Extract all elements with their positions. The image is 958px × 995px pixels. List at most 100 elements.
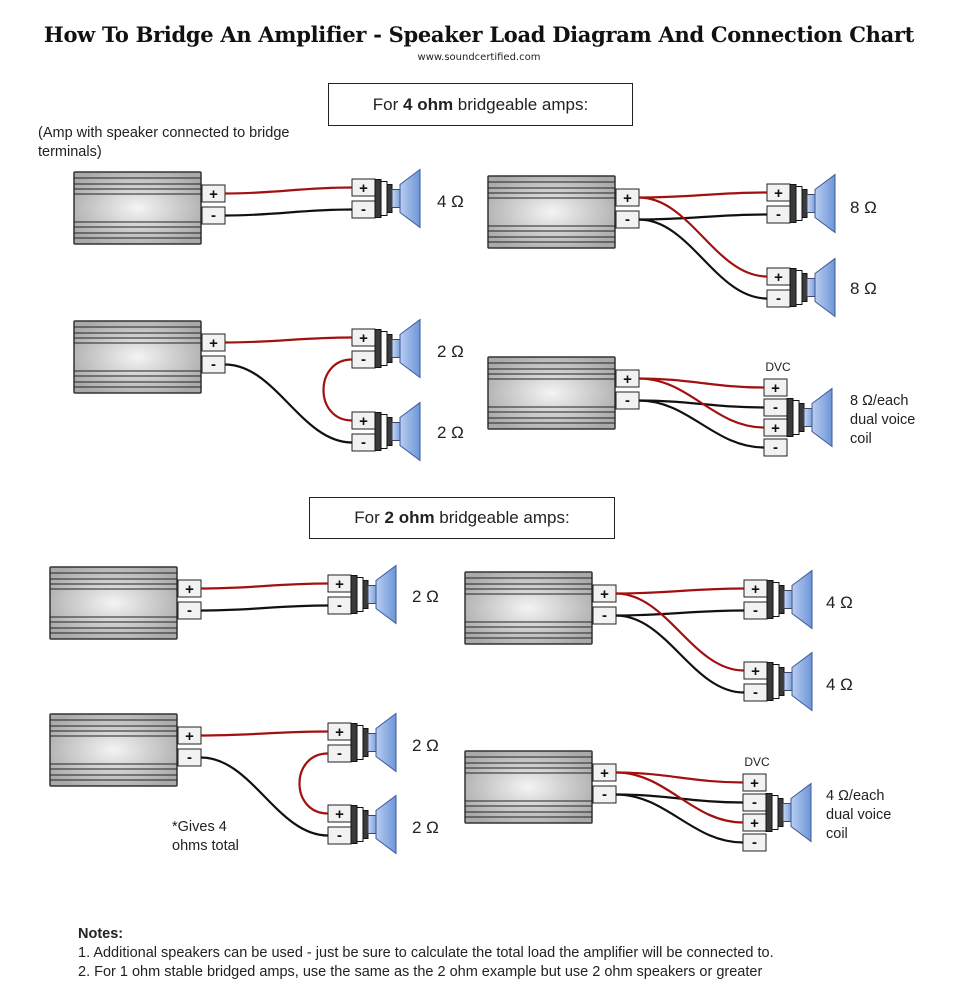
positive-wire xyxy=(638,377,765,389)
negative-symbol: - xyxy=(752,794,757,811)
amplifier-body xyxy=(49,713,178,787)
speaker-frame-ring xyxy=(789,268,797,307)
speaker-magnet xyxy=(367,815,377,834)
series-note-line: ohms total xyxy=(172,838,239,854)
speaker-cone xyxy=(399,401,421,462)
load-label: 8 Ω xyxy=(850,198,877,217)
bridge-caption: (Amp with speaker connected to bridge te… xyxy=(38,125,290,160)
load-label: 4 Ω xyxy=(826,593,853,612)
speaker-cone xyxy=(814,257,836,318)
load-label: 2 Ω xyxy=(412,736,439,755)
load-label: coil xyxy=(826,826,848,842)
positive-symbol: + xyxy=(751,581,760,598)
negative-symbol: - xyxy=(776,290,781,307)
speaker-gasket xyxy=(795,186,803,221)
negative-symbol: - xyxy=(773,399,778,416)
positive-wire xyxy=(638,196,768,278)
load-label: 8 Ω xyxy=(850,279,877,298)
negative-symbol: - xyxy=(602,607,607,624)
series-jumper-wire xyxy=(322,358,353,422)
speaker-gasket xyxy=(356,807,364,842)
series-jumper-wire xyxy=(298,752,329,815)
speaker-gasket xyxy=(772,582,780,617)
positive-symbol: + xyxy=(359,180,368,197)
negative-wire xyxy=(615,614,745,694)
amplifier: +- xyxy=(49,713,202,787)
amplifier: +- xyxy=(73,171,226,245)
amplifier: +- xyxy=(73,320,226,394)
negative-symbol: - xyxy=(337,827,342,844)
speaker-gasket xyxy=(356,725,364,760)
speaker-magnet xyxy=(367,733,377,752)
speaker: +- xyxy=(743,569,813,630)
amplifier-body xyxy=(464,750,593,824)
negative-symbol: - xyxy=(773,439,778,456)
negative-symbol: - xyxy=(752,834,757,851)
negative-symbol: - xyxy=(625,211,630,228)
notes-block: Notes: 1. Additional speakers can be use… xyxy=(78,925,774,982)
negative-symbol: - xyxy=(337,745,342,762)
speaker-magnet xyxy=(806,194,816,213)
speaker: +- xyxy=(351,168,421,229)
speaker-gasket xyxy=(380,331,388,366)
positive-symbol: + xyxy=(750,815,759,832)
amplifier-body xyxy=(49,566,178,640)
positive-wire xyxy=(638,191,768,199)
speaker-frame-ring xyxy=(765,793,773,832)
speaker-frame-ring xyxy=(374,412,382,451)
negative-symbol: - xyxy=(211,207,216,224)
speaker-gasket xyxy=(795,270,803,305)
speaker-frame-ring xyxy=(374,329,382,368)
negative-symbol: - xyxy=(602,786,607,803)
positive-wire xyxy=(638,377,765,429)
negative-wire xyxy=(638,218,768,300)
speaker-cone xyxy=(399,318,421,379)
positive-wire xyxy=(615,771,744,784)
speaker-magnet xyxy=(782,803,792,822)
load-label: 4 Ω xyxy=(826,675,853,694)
negative-wire xyxy=(200,756,329,837)
positive-wire xyxy=(615,592,745,672)
speaker-basket xyxy=(777,798,784,827)
negative-symbol: - xyxy=(361,434,366,451)
amplifier-body xyxy=(73,320,202,394)
positive-wire xyxy=(615,587,745,595)
positive-symbol: + xyxy=(771,380,780,397)
positive-wire xyxy=(615,771,744,824)
dvc-label: DVC xyxy=(765,360,791,374)
diagram-4ohm-single: +-+-4 Ω xyxy=(73,168,464,245)
positive-symbol: + xyxy=(623,371,632,388)
positive-wire xyxy=(200,582,329,590)
speaker-frame-ring xyxy=(350,723,358,762)
speaker-cone xyxy=(399,168,421,229)
speaker-cone xyxy=(791,569,813,630)
speaker-basket xyxy=(362,580,369,609)
diagram-4ohm-series: +-+-+-2 Ω2 Ω xyxy=(73,318,464,462)
amplifier: +- xyxy=(487,356,640,430)
load-label: 2 Ω xyxy=(437,342,464,361)
speaker-gasket xyxy=(771,795,779,830)
speaker-cone xyxy=(791,651,813,712)
speaker-gasket xyxy=(380,181,388,216)
amplifier: +- xyxy=(487,175,640,249)
negative-symbol: - xyxy=(187,749,192,766)
speaker-basket xyxy=(362,728,369,757)
speaker-magnet xyxy=(803,408,813,427)
negative-wire xyxy=(615,793,744,844)
section-heading-4-ohm: For 4 ohm bridgeable amps: xyxy=(328,83,633,126)
speaker: +- xyxy=(351,318,421,379)
dvc-speaker: +-+-DVC xyxy=(742,755,812,852)
speaker-basket xyxy=(386,184,393,213)
positive-symbol: + xyxy=(623,190,632,207)
section-bold: 4 ohm xyxy=(403,95,454,114)
speaker-gasket xyxy=(356,577,364,612)
amplifier-body xyxy=(464,571,593,645)
speaker-frame-ring xyxy=(350,575,358,614)
negative-symbol: - xyxy=(337,597,342,614)
speaker-frame-ring xyxy=(374,179,382,218)
section-suffix: bridgeable amps: xyxy=(453,95,589,114)
positive-symbol: + xyxy=(185,728,194,745)
page-title: How To Bridge An Amplifier - Speaker Loa… xyxy=(43,22,915,47)
